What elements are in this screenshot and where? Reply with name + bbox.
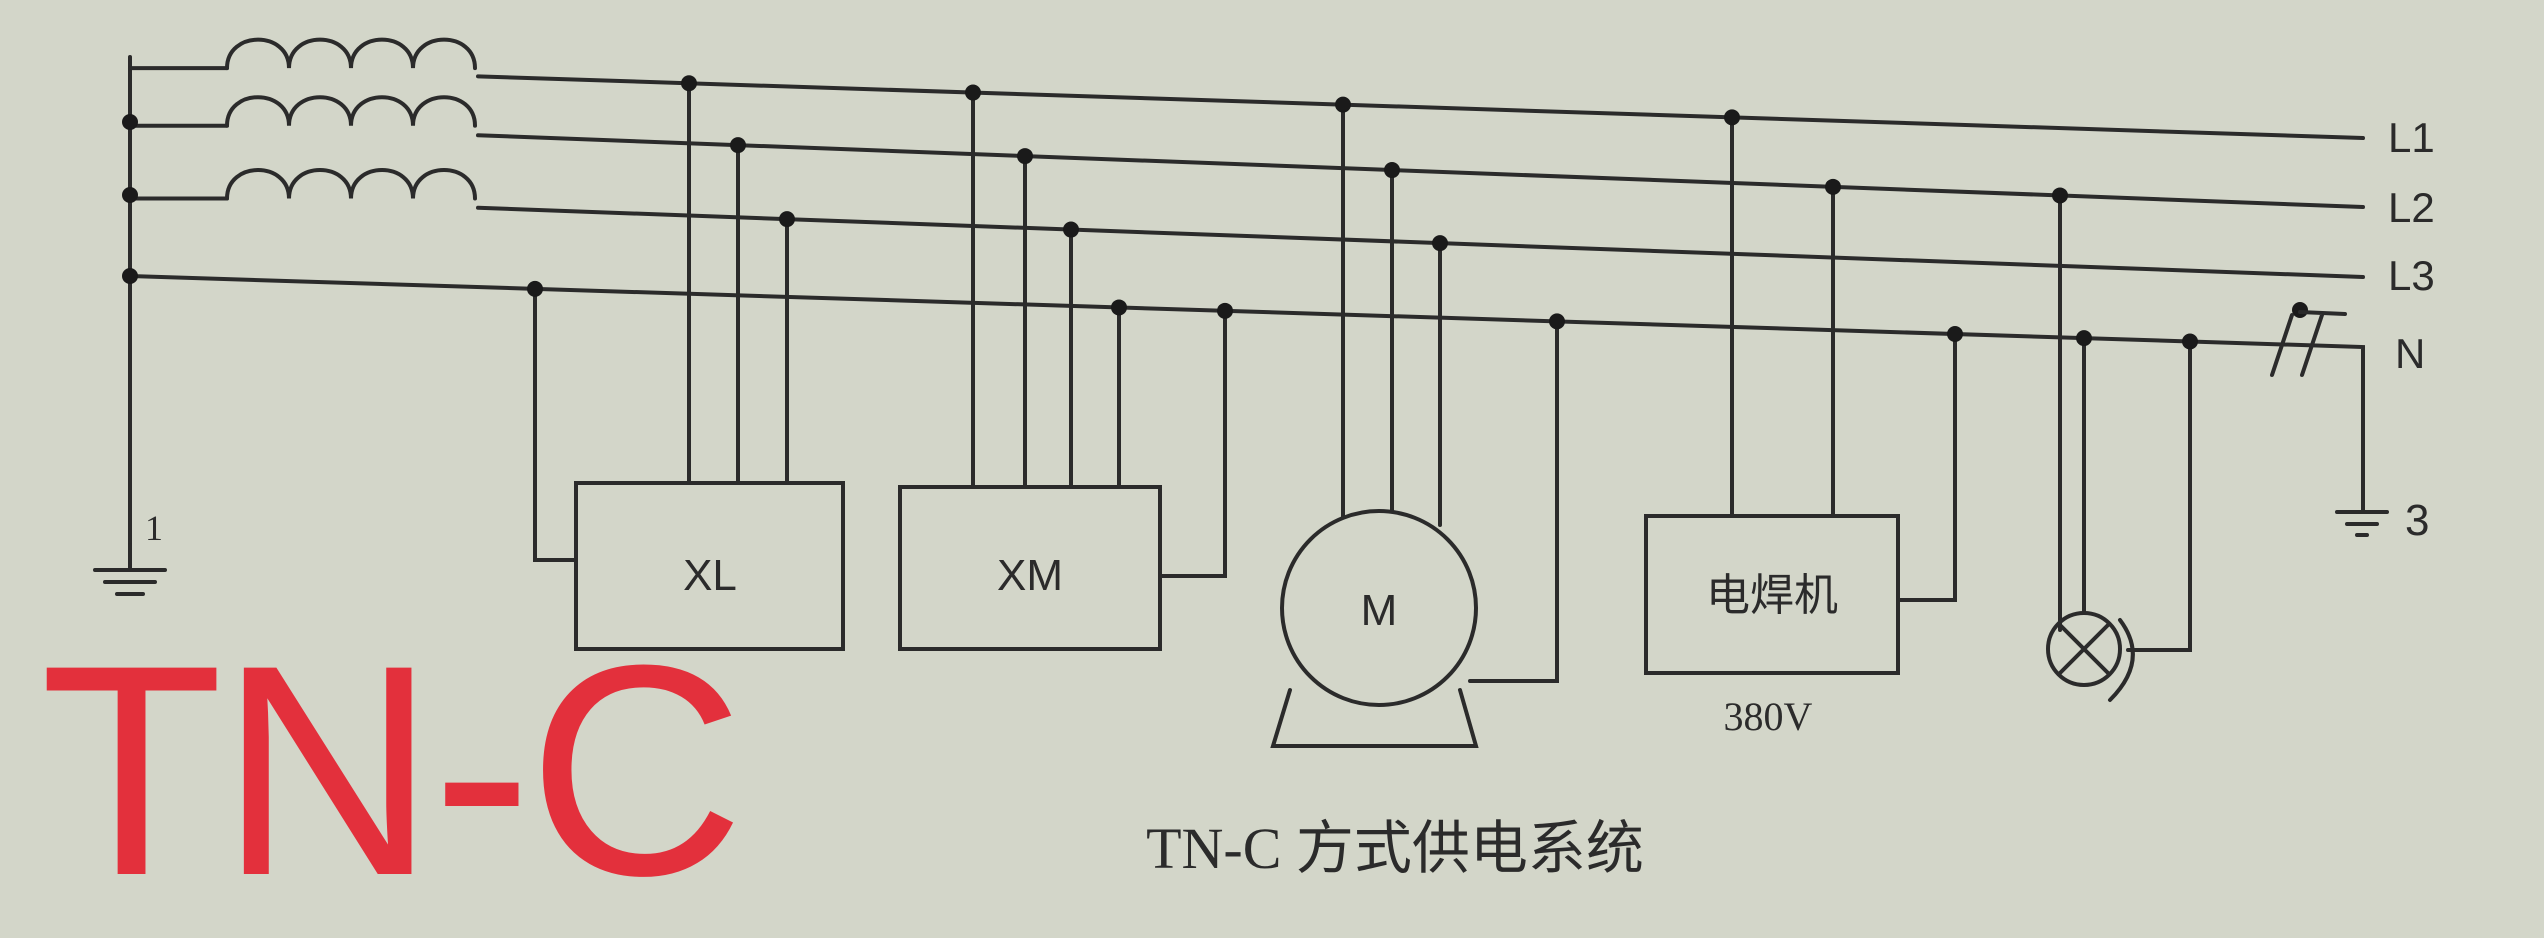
xl-label: XL bbox=[683, 551, 737, 600]
wires bbox=[128, 55, 2365, 683]
junction-dot bbox=[1432, 235, 1448, 252]
coils bbox=[225, 37, 477, 201]
junction-dot bbox=[2182, 333, 2198, 350]
junction-dot bbox=[122, 268, 138, 284]
junction-dot bbox=[1825, 178, 1841, 195]
ground-label-3: 3 bbox=[2405, 496, 2429, 545]
welder-box bbox=[1644, 514, 1900, 675]
junction-dot bbox=[1335, 96, 1351, 113]
tn-c-circuit-diagram: XL XM M 电焊机 380V 1 3 L1 L2 L3 N TN-C 方式供… bbox=[93, 37, 2435, 881]
welder-voltage: 380V bbox=[1724, 694, 1813, 739]
junction-dots bbox=[122, 75, 2308, 350]
junction-dot bbox=[527, 280, 543, 297]
junction-dot bbox=[2076, 330, 2092, 347]
break-mark bbox=[2270, 310, 2347, 377]
junction-dot bbox=[1724, 109, 1740, 126]
ground-symbol-end bbox=[2335, 510, 2389, 537]
tap-n bbox=[1158, 308, 1227, 578]
junction-dot bbox=[122, 114, 138, 130]
junction-dot bbox=[965, 84, 981, 101]
xm-label: XM bbox=[997, 551, 1063, 600]
bus-l3 bbox=[476, 205, 2365, 279]
welder-label: 电焊机 bbox=[1706, 571, 1838, 620]
line-label-l3: L3 bbox=[2388, 252, 2435, 299]
junction-dot bbox=[681, 75, 697, 92]
coil-l2 bbox=[225, 95, 477, 128]
tap-n bbox=[533, 286, 578, 562]
junction-dot bbox=[779, 211, 795, 228]
junction-dot bbox=[2052, 187, 2068, 204]
motor: M bbox=[1270, 509, 1479, 748]
junction-dot bbox=[122, 187, 138, 203]
bus-n bbox=[128, 274, 2365, 514]
diagram-caption: TN-C 方式供电系统 bbox=[1146, 816, 1644, 881]
motor-label: M bbox=[1361, 586, 1398, 635]
coil-l1 bbox=[225, 37, 477, 71]
lamp-icon bbox=[2046, 611, 2135, 702]
xl-box bbox=[574, 481, 845, 651]
junction-dot bbox=[1217, 302, 1233, 319]
ground-symbol-source bbox=[93, 543, 167, 596]
junction-dot bbox=[1111, 299, 1127, 316]
junction-dot bbox=[1947, 326, 1963, 343]
tap-n bbox=[1896, 332, 1957, 602]
ground-label-1: 1 bbox=[145, 508, 163, 548]
tap-n bbox=[1468, 319, 1559, 683]
junction-dot bbox=[1017, 148, 1033, 165]
junction-dot bbox=[730, 137, 746, 154]
junction-dot bbox=[1063, 221, 1079, 238]
coil-l3 bbox=[225, 168, 477, 201]
junction-dot bbox=[1384, 162, 1400, 179]
line-label-l1: L1 bbox=[2388, 114, 2435, 161]
xm-box bbox=[898, 485, 1162, 651]
bus-l1 bbox=[476, 74, 2365, 140]
junction-dot bbox=[1549, 313, 1565, 330]
line-label-n: N bbox=[2395, 330, 2425, 377]
line-label-l2: L2 bbox=[2388, 184, 2435, 231]
tn-c-overlay-title: TN-C bbox=[40, 602, 744, 938]
bus-l2 bbox=[476, 133, 2365, 209]
tap-n bbox=[2126, 339, 2192, 652]
